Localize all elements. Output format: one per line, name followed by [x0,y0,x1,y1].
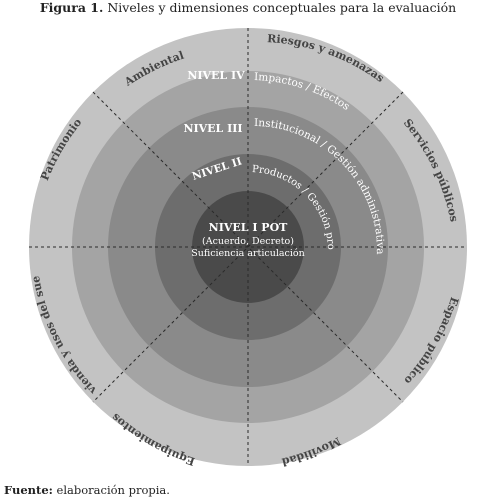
core-line-3: Suficiencia articulación [191,248,305,259]
divider-diagonal-2 [92,91,404,403]
figure-title-text: Niveles y dimensiones conceptuales para … [107,0,457,15]
figure-label: Figura 1. [39,0,104,15]
figure-title: Figura 1. Niveles y dimensiones conceptu… [0,0,496,16]
core-line-2: (Acuerdo, Decreto) [202,236,294,247]
level-3-name: NIVEL III [183,122,242,135]
divider-diagonal-1 [92,91,404,403]
level-4-name: NIVEL IV [187,69,245,82]
source-text: elaboración propia. [56,483,170,497]
sector-dividers [29,28,467,466]
figure-source: Fuente: elaboración propia. [4,483,170,497]
core-name: NIVEL I POT [209,221,289,234]
source-label: Fuente: [4,483,53,497]
